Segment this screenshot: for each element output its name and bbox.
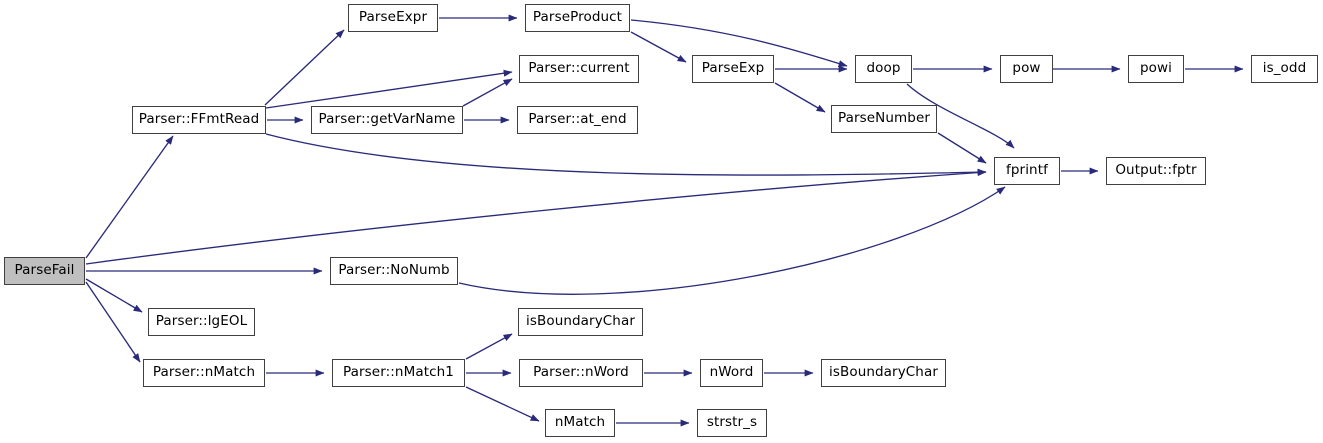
edge-Parser-nMatch1-to-isBoundaryChar1 xyxy=(465,333,513,360)
node-Output-fptr[interactable]: Output::fptr xyxy=(1106,157,1206,185)
edge-ParseProduct-to-ParseExp xyxy=(630,31,687,63)
edge-ParseFail-to-Parser-FFmtRead xyxy=(85,135,174,259)
node-ParseFail[interactable]: ParseFail xyxy=(4,257,85,285)
edge-ParseNumber-to-fprintf xyxy=(937,132,987,164)
edge-Parser-FFmtRead-to-Parser-current xyxy=(265,69,513,109)
node-ParseExp[interactable]: ParseExp xyxy=(692,55,774,83)
edge-ParseFail-to-Parser-nMatch xyxy=(85,281,141,363)
node-Parser-at_end[interactable]: Parser::at_end xyxy=(517,106,638,134)
edge-Parser-FFmtRead-to-ParseExpr xyxy=(264,29,345,106)
node-Parser-nMatch[interactable]: Parser::nMatch xyxy=(143,359,265,387)
edge-ParseFail-to-Parser-lgEOL xyxy=(85,278,143,313)
node-nMatch[interactable]: nMatch xyxy=(545,409,615,437)
node-isBoundaryChar1[interactable]: isBoundaryChar xyxy=(518,308,643,336)
node-fprintf[interactable]: fprintf xyxy=(994,157,1060,185)
edge-doop-to-fprintf xyxy=(906,83,1015,149)
edge-ParseProduct-to-doop xyxy=(630,19,848,67)
node-ParseProduct[interactable]: ParseProduct xyxy=(525,4,630,32)
edge-ParseFail-to-fprintf xyxy=(85,169,987,265)
node-strstr_s[interactable]: strstr_s xyxy=(697,409,767,437)
node-Parser-NoNumb[interactable]: Parser::NoNumb xyxy=(330,257,458,285)
node-Parser-getVarName[interactable]: Parser::getVarName xyxy=(311,106,463,134)
node-isBoundaryChar2[interactable]: isBoundaryChar xyxy=(821,359,946,387)
node-Parser-FFmtRead[interactable]: Parser::FFmtRead xyxy=(132,106,266,134)
node-powi[interactable]: powi xyxy=(1128,55,1184,83)
node-Parser-nMatch1[interactable]: Parser::nMatch1 xyxy=(332,359,465,387)
edge-Parser-nMatch1-to-nMatch xyxy=(465,386,540,422)
node-is_odd[interactable]: is_odd xyxy=(1251,55,1318,83)
edge-Parser-getVarName-to-Parser-current xyxy=(462,78,513,107)
node-Parser-lgEOL[interactable]: Parser::lgEOL xyxy=(148,308,255,336)
node-doop[interactable]: doop xyxy=(855,55,912,83)
node-Parser-nWord[interactable]: Parser::nWord xyxy=(519,359,643,387)
node-nWord[interactable]: nWord xyxy=(700,359,763,387)
edge-Parser-FFmtRead-to-fprintf xyxy=(265,133,987,176)
node-Parser-current[interactable]: Parser::current xyxy=(519,55,639,83)
edge-Parser-NoNumb-to-fprintf xyxy=(458,186,1006,295)
node-ParseExpr[interactable]: ParseExpr xyxy=(348,4,438,32)
node-pow[interactable]: pow xyxy=(1000,55,1053,83)
node-ParseNumber[interactable]: ParseNumber xyxy=(831,105,937,133)
edge-ParseExp-to-ParseNumber xyxy=(774,82,826,113)
